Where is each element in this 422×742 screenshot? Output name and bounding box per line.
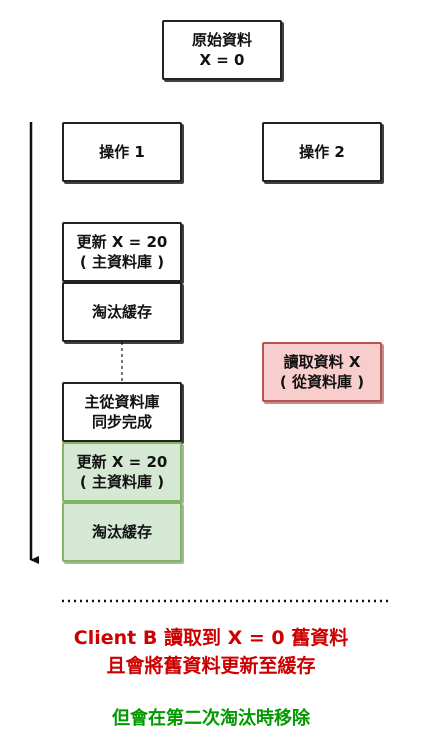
evict-cache-label-2: 淘汰緩存	[91, 523, 152, 541]
read-replica-box: 讀取資料 X ( 從資料庫 )	[262, 342, 382, 402]
read-label: 讀取資料 X	[283, 353, 361, 371]
update-label-2: 更新 X = 20	[76, 453, 168, 471]
update-master-box-2: 更新 X = 20 ( 主資料庫 )	[62, 442, 182, 502]
update-master-box-1: 更新 X = 20 ( 主資料庫 )	[62, 222, 182, 282]
replication-label-1: 主從資料庫	[84, 393, 160, 411]
warning-line-1: Client B 讀取到 X = 0 舊資料	[73, 627, 349, 649]
warning-line-2: 且會將舊資料更新至緩存	[106, 655, 316, 677]
evict-cache-box-2: 淘汰緩存	[62, 502, 182, 562]
evict-cache-box-1: 淘汰緩存	[62, 282, 182, 342]
evict-cache-label-1: 淘汰緩存	[91, 303, 152, 321]
replication-label-2: 同步完成	[91, 413, 152, 431]
original-data-box: 原始資料 X = 0	[162, 20, 282, 80]
operation-1-label: 操作 1	[99, 143, 145, 161]
update-target-2: ( 主資料庫 )	[79, 473, 165, 491]
operation-2-box: 操作 2	[262, 122, 382, 182]
stale-read-warning: Client B 讀取到 X = 0 舊資料 且會將舊資料更新至緩存	[0, 624, 422, 680]
update-target-1: ( 主資料庫 )	[79, 253, 165, 271]
read-source: ( 從資料庫 )	[279, 373, 365, 391]
original-data-value: X = 0	[199, 51, 245, 69]
original-data-label: 原始資料	[191, 31, 252, 49]
operation-1-box: 操作 1	[62, 122, 182, 182]
update-label-1: 更新 X = 20	[76, 233, 168, 251]
operation-2-label: 操作 2	[299, 143, 345, 161]
resolution-note: 但會在第二次淘汰時移除	[112, 708, 310, 729]
replication-done-box: 主從資料庫 同步完成	[62, 382, 182, 442]
